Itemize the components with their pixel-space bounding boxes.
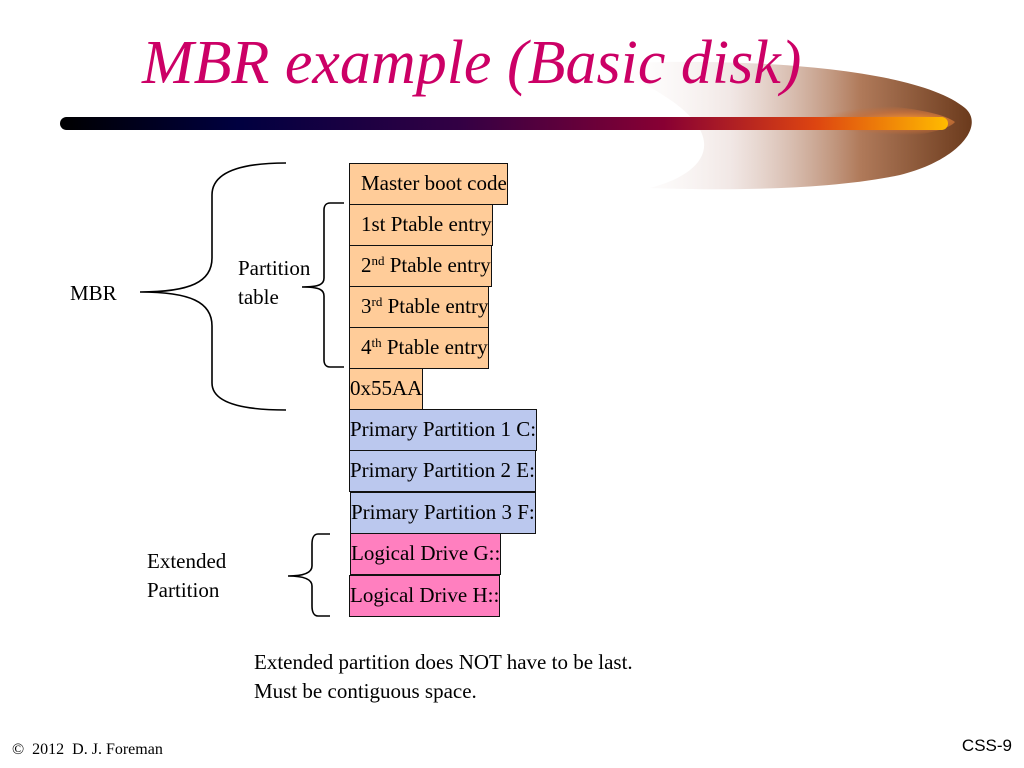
extended-partition-label-line1: Extended: [147, 549, 227, 573]
block-ptable-entry-4: 4th Ptable entry: [349, 327, 489, 369]
block-label: 0x55AA: [350, 376, 423, 400]
block-primary-partition-3: Primary Partition 3 F:: [350, 492, 536, 534]
block-label-superscript: th: [371, 335, 382, 350]
footer-copyright: © 2012 D. J. Foreman: [12, 741, 163, 759]
slide-title: MBR example (Basic disk): [142, 29, 802, 97]
block-ptable-entry-2: 2nd Ptable entry: [349, 245, 492, 287]
block-ptable-entry-1: 1st Ptable entry: [349, 204, 493, 246]
block-label-suffix: Ptable entry: [384, 253, 491, 277]
block-label: Logical Drive G::: [351, 541, 501, 565]
block-label: 3: [361, 294, 372, 318]
copyright-icon: ©: [12, 741, 25, 758]
partition-table-brace: [301, 202, 344, 368]
block-ptable-entry-3: 3rd Ptable entry: [349, 286, 490, 328]
block-label: Primary Partition 3 F:: [351, 500, 535, 524]
copyright-text: 2012 D. J. Foreman: [32, 741, 163, 758]
notes: Extended partition does NOT have to be l…: [254, 648, 633, 706]
block-label-suffix: Ptable entry: [381, 335, 488, 359]
block-label-suffix: Ptable entry: [382, 294, 489, 318]
block-logical-drive-h: Logical Drive H::: [349, 575, 501, 617]
header-bar: [60, 117, 948, 130]
block-boot-signature: 0x55AA: [349, 368, 424, 410]
partition-table-label-line1: Partition: [238, 256, 311, 280]
block-label: Logical Drive H::: [350, 583, 500, 607]
block-primary-partition-2: Primary Partition 2 E:: [349, 450, 536, 492]
mbr-label: MBR: [70, 279, 117, 308]
block-label: 4: [361, 335, 372, 359]
partition-table-label: Partition table: [238, 254, 310, 312]
partition-table-label-line2: table: [238, 285, 279, 309]
block-label-superscript: nd: [371, 253, 385, 268]
extended-partition-label: Extended Partition: [147, 547, 226, 605]
block-master-boot-code: Master boot code: [349, 163, 508, 205]
block-label: Master boot code: [361, 171, 507, 195]
block-logical-drive-g: Logical Drive G::: [350, 533, 502, 575]
mbr-brace: [139, 162, 287, 411]
block-label: 1st Ptable entry: [361, 212, 492, 236]
slide-number: CSS-9: [961, 736, 1012, 755]
block-primary-partition-1: Primary Partition 1 C:: [349, 409, 538, 451]
note-line-1: Extended partition does NOT have to be l…: [254, 650, 633, 674]
block-label-superscript: rd: [371, 294, 383, 309]
block-label: Primary Partition 2 E:: [350, 458, 535, 482]
mbr-label-text: MBR: [70, 281, 117, 305]
extended-partition-label-line2: Partition: [147, 578, 220, 602]
block-label: 2: [361, 253, 372, 277]
block-label: Primary Partition 1 C:: [350, 417, 537, 441]
note-line-2: Must be contiguous space.: [254, 679, 477, 703]
extended-partition-brace: [287, 533, 330, 617]
